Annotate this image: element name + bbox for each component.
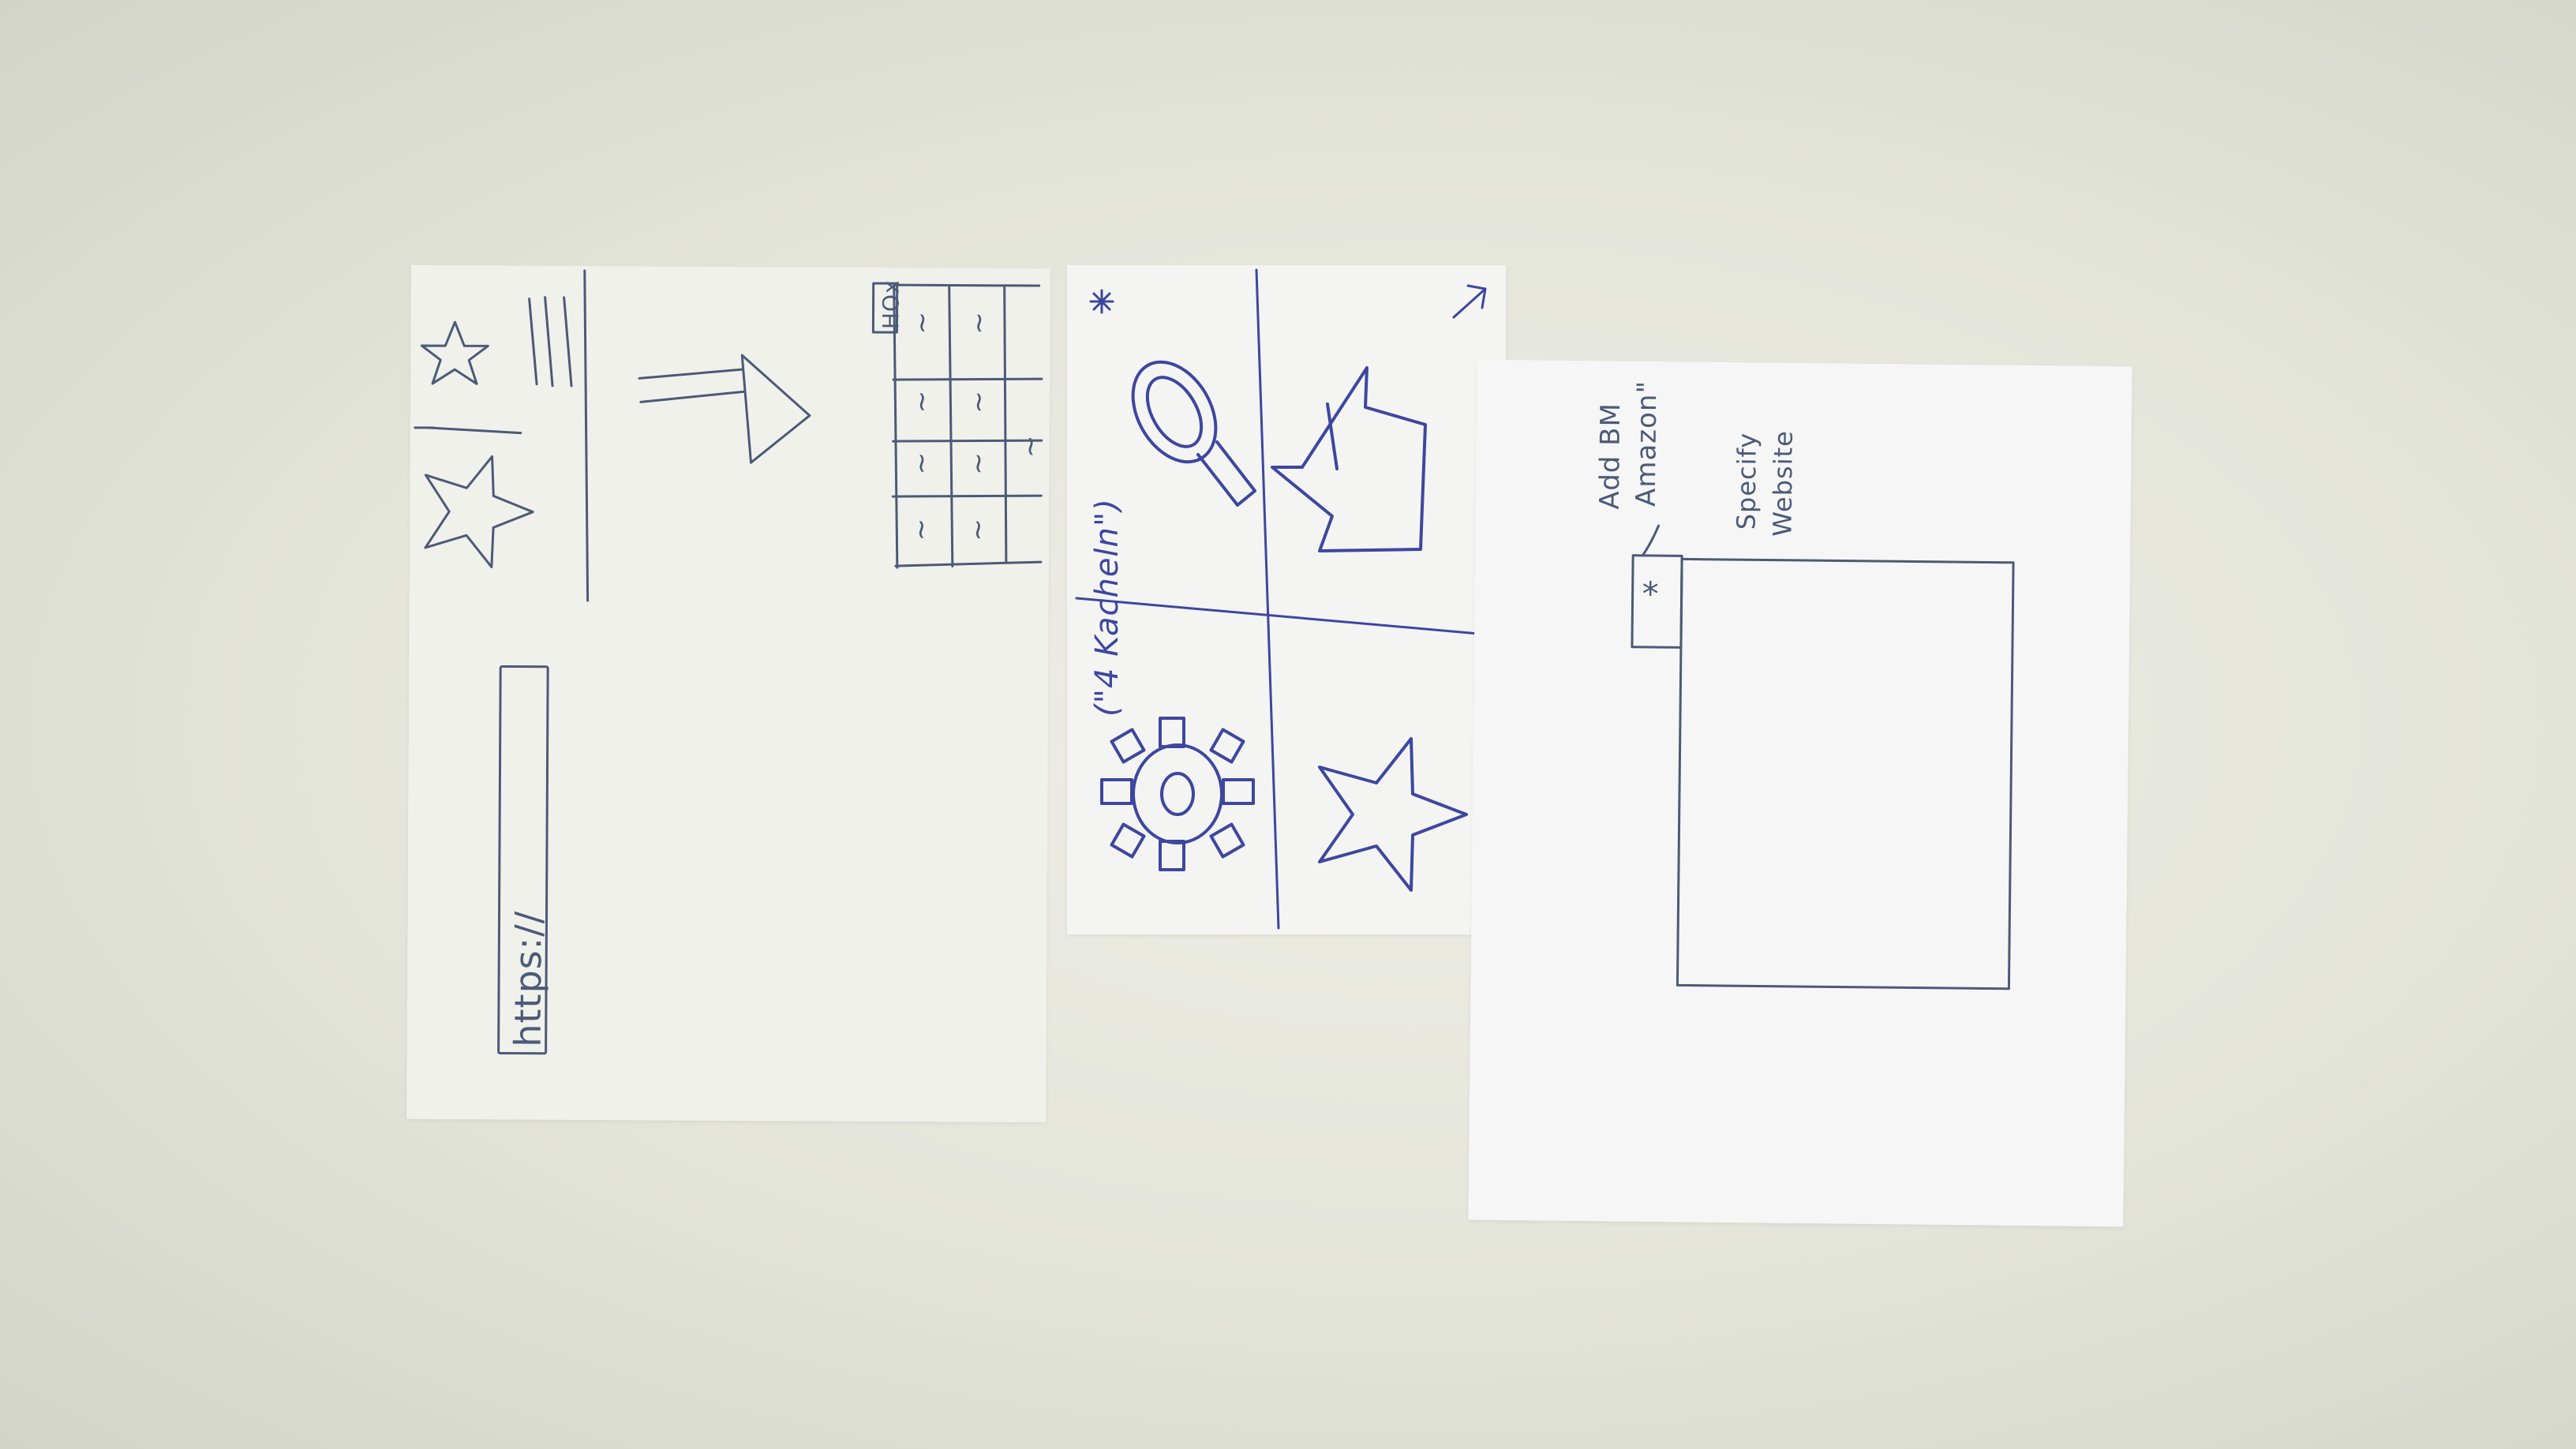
browser-sketch-drawing	[414, 269, 1043, 1055]
add-bookmark-paper: * Add BM Amazon" Specify Website	[1468, 359, 2132, 1227]
menu-icon[interactable]	[528, 296, 573, 388]
table-cell: ~	[905, 517, 938, 541]
note-add-bookmark: Add BM	[1593, 402, 1627, 510]
tiles-note: ("4 Kacheln")	[1089, 498, 1125, 717]
star-icon[interactable]	[420, 320, 489, 385]
gear-icon[interactable]	[1100, 717, 1255, 871]
note-specify: Specify	[1731, 432, 1762, 530]
address-bar-text[interactable]: https://	[506, 910, 550, 1047]
table-cell: ~	[905, 451, 938, 475]
magnifier-icon[interactable]	[1116, 347, 1256, 507]
website-frame	[1676, 557, 2015, 990]
expand-arrow-icon[interactable]	[1452, 284, 1487, 319]
table-grid	[871, 282, 1043, 569]
table-cell: ~	[905, 389, 938, 414]
star-icon[interactable]	[424, 455, 534, 568]
table-header-text: HOx	[878, 279, 904, 330]
star-icon[interactable]	[1318, 737, 1468, 892]
note-source: Amazon"	[1630, 380, 1664, 507]
bookmark-tab[interactable]	[1631, 554, 1683, 649]
home-menu-paper: ("4 Kacheln")	[1067, 265, 1507, 934]
browser-sketch-paper: https:// HOx ~ ~ ~ ~ ~ ~ ~ ~ ~	[406, 264, 1050, 1123]
table-cell: ~	[906, 310, 938, 335]
table-cell: ~	[962, 390, 995, 414]
table-cell: ~	[962, 518, 994, 541]
arrow-right-icon	[638, 354, 811, 464]
table-cell: ~	[963, 311, 995, 335]
table-cell: ~	[962, 451, 994, 475]
add-bookmark-drawing	[1631, 524, 2015, 990]
table-cell: ~	[1014, 434, 1046, 459]
toolbar-icons	[420, 296, 573, 568]
bookmark-tab-mark: *	[1642, 574, 1660, 614]
note-website: Website	[1767, 429, 1799, 537]
home-icon[interactable]	[1271, 366, 1427, 552]
home-menu-drawing	[1075, 268, 1507, 930]
corner-mark	[1089, 289, 1114, 314]
